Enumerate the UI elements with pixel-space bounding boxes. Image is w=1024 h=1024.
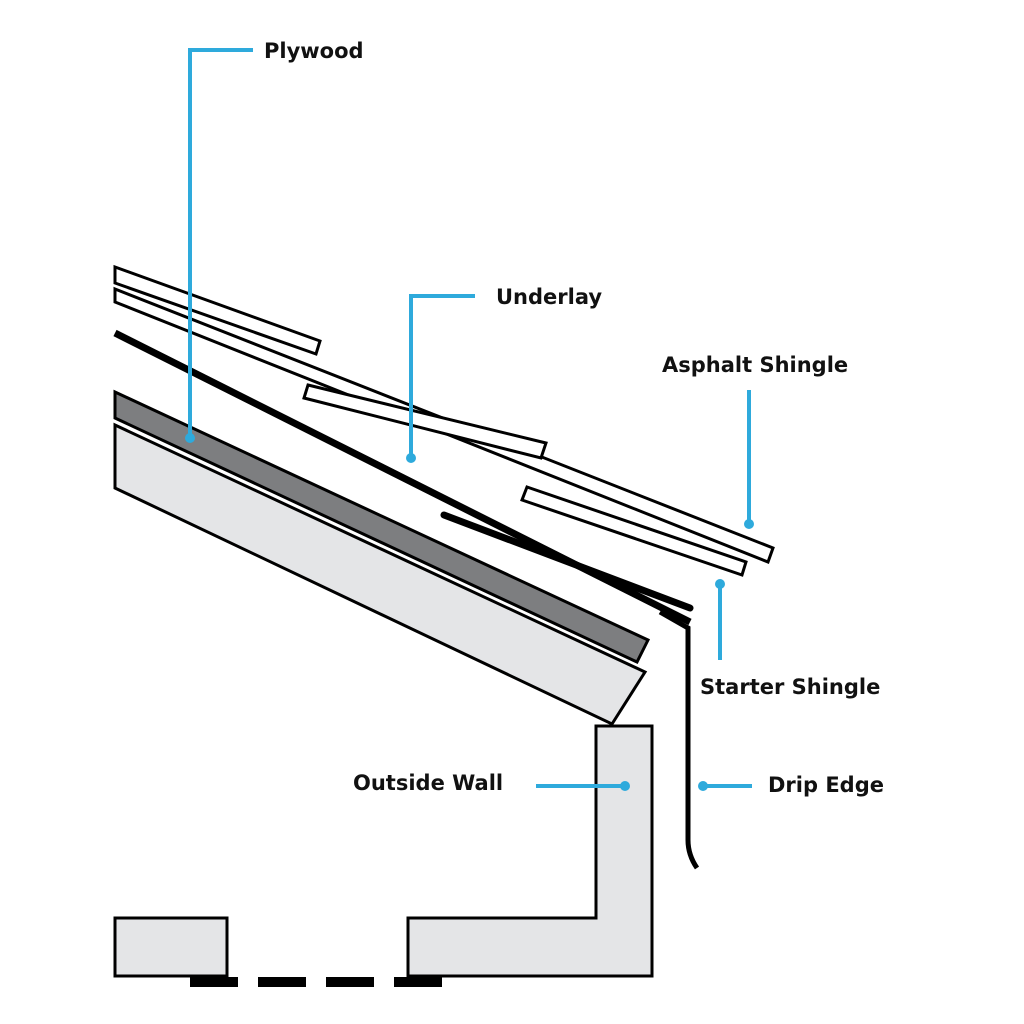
interior-slab: [113, 916, 229, 978]
drip-dot: [698, 781, 708, 791]
asphalt-dot: [744, 519, 754, 529]
label-outside-wall: Outside Wall: [353, 771, 504, 795]
plywood-layer: [113, 389, 651, 664]
rafter: [113, 422, 648, 726]
label-starter-shingle: Starter Shingle: [700, 675, 881, 699]
label-plywood: Plywood: [264, 39, 364, 63]
outside-wall: [406, 724, 654, 978]
plywood-dot: [185, 433, 195, 443]
label-asphalt-shingle: Asphalt Shingle: [662, 353, 849, 377]
shingle-3: [302, 383, 548, 460]
drip-edge: [440, 511, 694, 612]
underlay-leader: [409, 294, 475, 458]
starter-shingle: [520, 485, 748, 577]
underlay-dot: [406, 453, 416, 463]
label-drip-edge: Drip Edge: [768, 773, 884, 797]
plywood-leader: [188, 48, 253, 438]
shingle-1: [113, 264, 322, 356]
wall-dot: [620, 781, 630, 791]
drip-edge-fascia: [658, 609, 700, 870]
starter-dot: [715, 579, 725, 589]
label-underlay: Underlay: [496, 285, 603, 309]
